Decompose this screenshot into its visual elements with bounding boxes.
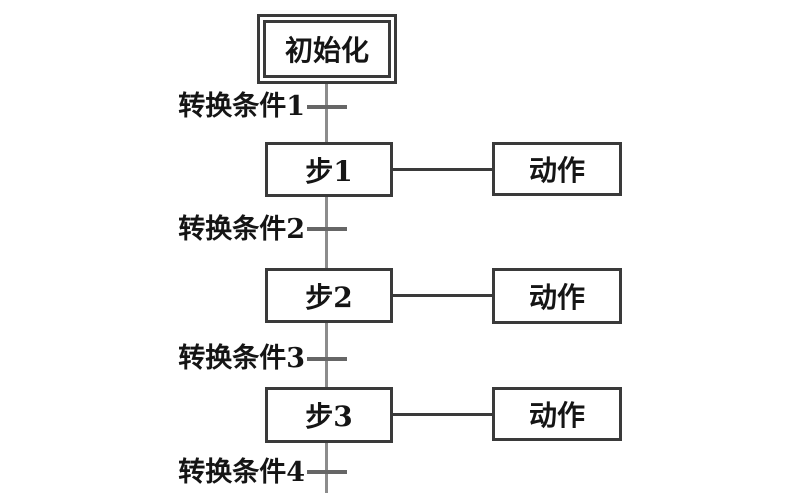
- transition-label-1: 转换条件1: [178, 91, 305, 122]
- step-label-1: 步1: [305, 154, 353, 188]
- action-label-2: 动作: [528, 281, 585, 314]
- initial-step-inner-border: 初始化: [263, 20, 391, 78]
- transition-label-2: 转换条件2: [178, 214, 305, 245]
- step-box-3: 步3: [265, 387, 393, 443]
- action-box-1: 动作: [492, 142, 622, 196]
- step-label-2: 步2: [305, 280, 353, 314]
- step-box-2: 步2: [265, 268, 393, 323]
- initial-step-box: 初始化: [257, 14, 397, 84]
- step3-action-connector: [393, 413, 493, 416]
- transition-bar-2: [307, 227, 347, 231]
- transition-label-3: 转换条件3: [178, 343, 305, 374]
- action-label-3: 动作: [528, 399, 585, 432]
- step-box-1: 步1: [265, 142, 393, 197]
- initial-step-label: 初始化: [284, 34, 369, 67]
- step1-action-connector: [393, 168, 493, 171]
- transition-bar-4: [307, 470, 347, 474]
- transition-bar-1: [307, 105, 347, 109]
- action-box-2: 动作: [492, 268, 622, 324]
- action-box-3: 动作: [492, 387, 622, 441]
- step2-action-connector: [393, 294, 493, 297]
- transition-label-4: 转换条件4: [178, 457, 305, 488]
- transition-bar-3: [307, 357, 347, 361]
- action-label-1: 动作: [528, 154, 585, 187]
- step-label-3: 步3: [305, 400, 353, 433]
